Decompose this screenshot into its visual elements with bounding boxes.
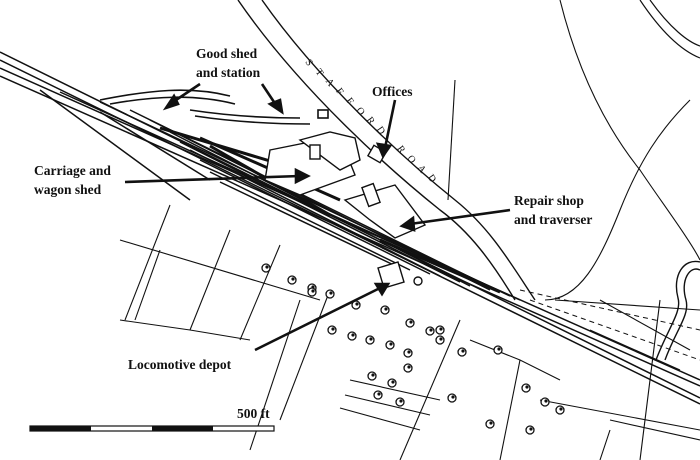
tree-icon-center <box>329 291 333 295</box>
tree-icon-center <box>407 365 411 369</box>
road-name-char: S <box>303 57 316 69</box>
road-name-char: D <box>374 125 388 138</box>
tree-icon-center <box>409 320 413 324</box>
tree-icon-center <box>311 289 315 293</box>
tree-icon-center <box>384 307 388 311</box>
tree-icon-center <box>489 421 493 425</box>
river-lines <box>639 0 700 59</box>
road-name-char: F <box>333 86 346 98</box>
scale-label: 500 ft <box>237 406 270 421</box>
road-name-char: F <box>343 96 356 108</box>
tree-icon-center <box>399 399 403 403</box>
tree-icon-center <box>407 350 411 354</box>
tree-icon-center <box>291 277 295 281</box>
trees <box>261 263 565 435</box>
tree-icon-center <box>331 327 335 331</box>
tree-icon-center <box>351 333 355 337</box>
dashed-boundaries <box>519 289 700 361</box>
tree-icon-center <box>377 392 381 396</box>
road-name-char: D <box>425 173 439 186</box>
tree-icon-center <box>371 373 375 377</box>
map-labels: Good shed and station Offices Carriage a… <box>34 46 592 372</box>
tree-icon-center <box>525 385 529 389</box>
railway-tracks <box>0 51 700 405</box>
loco-depot-label: Locomotive depot <box>128 357 232 372</box>
tree-icon-center <box>544 399 548 403</box>
stafford-road <box>237 0 536 301</box>
tree-icon-center <box>265 265 269 269</box>
road-name-char: O <box>405 153 419 166</box>
road-name-char: A <box>415 163 429 176</box>
carriage-label-1: Carriage and <box>34 163 111 178</box>
goods-shed-label-2: and station <box>196 65 261 80</box>
tree-icon-center <box>529 427 533 431</box>
repair-label-2: and traverser <box>514 212 592 227</box>
tree-icon-center <box>559 407 563 411</box>
road-name-char: R <box>394 144 407 157</box>
tree-icon-center <box>451 395 455 399</box>
pointer-arrows <box>124 82 511 352</box>
tree-icon-center <box>355 302 359 306</box>
field-boundaries <box>119 0 700 460</box>
goods-shed-label-1: Good shed <box>196 46 258 61</box>
tree-icon-center <box>439 337 443 341</box>
scale-bar: 500 ft <box>29 406 275 432</box>
tree-icon-center <box>461 349 465 353</box>
tree-icon-center <box>391 380 395 384</box>
tree-icon-center <box>429 328 433 332</box>
tree-icon-center <box>439 327 443 331</box>
road-name-char: R <box>364 115 377 128</box>
road-name-char: O <box>354 105 368 118</box>
carriage-label-2: wagon shed <box>34 182 102 197</box>
stream <box>655 260 700 361</box>
tree-icon-center <box>389 342 393 346</box>
tree-icon-center <box>497 347 501 351</box>
repair-label-1: Repair shop <box>514 193 584 208</box>
tree-icon-center <box>369 337 373 341</box>
offices-label: Offices <box>372 84 412 99</box>
